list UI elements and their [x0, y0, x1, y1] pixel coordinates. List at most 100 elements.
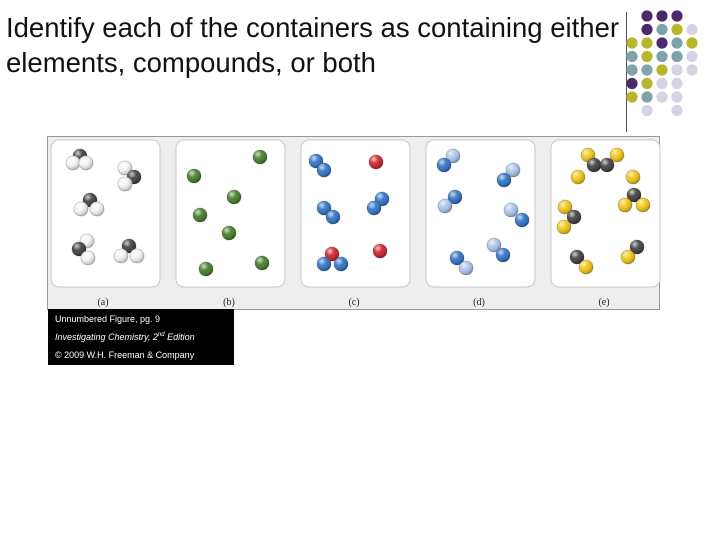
- atom-yellow: [609, 147, 625, 163]
- decor-dot: [626, 77, 638, 90]
- decor-dot: [641, 50, 653, 63]
- decor-dot: [626, 64, 638, 76]
- atom-blue: [316, 200, 332, 216]
- atom-white: [73, 201, 89, 217]
- decor-dot: [641, 23, 653, 36]
- atom-yellow: [635, 197, 651, 213]
- decor-dot: [656, 77, 668, 90]
- atom-red: [324, 246, 340, 262]
- decor-dot: [626, 37, 638, 49]
- decor-dot: [686, 37, 698, 49]
- container-box: [175, 139, 286, 288]
- atom-white: [65, 155, 81, 171]
- atom-black: [569, 249, 585, 265]
- slide-title: Identify each of the containers as conta…: [6, 12, 620, 78]
- atom-blue: [436, 157, 452, 173]
- atom-blue: [447, 189, 463, 205]
- decor-dot: [641, 37, 653, 49]
- molecule-figure: (a) (b) (c) (d) (e): [47, 136, 661, 310]
- atom-blue: [325, 209, 341, 225]
- decor-dot: [641, 64, 653, 76]
- atom-white: [80, 250, 96, 266]
- atom-lightblue: [458, 260, 474, 276]
- caption-book-title: Investigating Chemistry, 2nd Edition: [55, 332, 195, 342]
- panel-label-e: (e): [598, 297, 609, 308]
- decor-dot: [626, 91, 638, 103]
- decor-dot: [671, 77, 683, 90]
- atom-yellow: [556, 219, 572, 235]
- atom-blue: [366, 200, 382, 216]
- atom-white: [89, 201, 105, 217]
- decor-dot: [656, 23, 668, 36]
- atom-blue: [496, 172, 512, 188]
- atom-blue: [333, 256, 349, 272]
- caption-figure-ref: Unnumbered Figure, pg. 9: [55, 314, 161, 324]
- decor-dot: [671, 23, 683, 36]
- atom-blue: [308, 153, 324, 169]
- atom-black: [626, 187, 642, 203]
- atom-green: [226, 189, 242, 205]
- decor-dot: [656, 91, 668, 103]
- molecule-figure-canvas: (a) (b) (c) (d) (e): [50, 139, 661, 308]
- atom-white: [113, 248, 129, 264]
- atom-lightblue: [437, 198, 453, 214]
- atom-green: [186, 168, 202, 184]
- atom-red: [372, 243, 388, 259]
- decor-dot: [686, 64, 698, 76]
- atom-blue: [374, 191, 390, 207]
- decor-dot: [656, 10, 668, 22]
- decor-dot: [671, 64, 683, 76]
- atom-lightblue: [505, 162, 521, 178]
- atom-green: [198, 261, 214, 277]
- atom-lightblue: [503, 202, 519, 218]
- decor-dot: [641, 77, 653, 90]
- atom-green: [221, 225, 237, 241]
- decor-dot: [641, 104, 653, 117]
- atom-yellow: [578, 259, 594, 275]
- decor-dot: [641, 10, 653, 22]
- panel-label-c: (c): [348, 297, 359, 308]
- decor-dot: [671, 50, 683, 63]
- atom-white: [129, 248, 145, 264]
- atom-black: [566, 209, 582, 225]
- atom-blue: [316, 162, 332, 178]
- caption-copyright: © 2009 W.H. Freeman & Company: [55, 350, 195, 360]
- atom-blue: [316, 256, 332, 272]
- atom-yellow: [557, 199, 573, 215]
- atom-blue: [449, 250, 465, 266]
- atom-lightblue: [486, 237, 502, 253]
- decor-dot: [671, 91, 683, 103]
- atom-green: [192, 207, 208, 223]
- decor-dot: [656, 37, 668, 49]
- atom-green: [254, 255, 270, 271]
- decor-dot: [671, 10, 683, 22]
- atom-red: [368, 154, 384, 170]
- decor-dot: [641, 91, 653, 103]
- panel-label-a: (a): [97, 297, 108, 308]
- atom-blue: [514, 212, 530, 228]
- divider-line: [626, 12, 627, 132]
- decor-dot: [686, 23, 698, 36]
- decor-dot: [671, 104, 683, 117]
- atom-white: [117, 176, 133, 192]
- atom-blue: [495, 247, 511, 263]
- atom-white: [117, 160, 133, 176]
- decorative-dot-grid: [626, 10, 698, 117]
- decor-dot: [656, 64, 668, 76]
- atom-black: [71, 241, 87, 257]
- panel-label-b: (b): [223, 297, 235, 308]
- atom-yellow: [570, 169, 586, 185]
- decor-dot: [626, 50, 638, 63]
- figure-caption: Unnumbered Figure, pg. 9 Investigating C…: [48, 309, 234, 365]
- panel-label-d: (d): [473, 297, 485, 308]
- decor-dot: [686, 50, 698, 63]
- atom-yellow: [617, 197, 633, 213]
- atom-black: [121, 238, 137, 254]
- atom-white: [78, 155, 94, 171]
- atom-yellow: [620, 249, 636, 265]
- atom-black: [629, 239, 645, 255]
- atom-black: [599, 157, 615, 173]
- decor-dot: [671, 37, 683, 49]
- atom-lightblue: [445, 148, 461, 164]
- decor-dot: [656, 50, 668, 63]
